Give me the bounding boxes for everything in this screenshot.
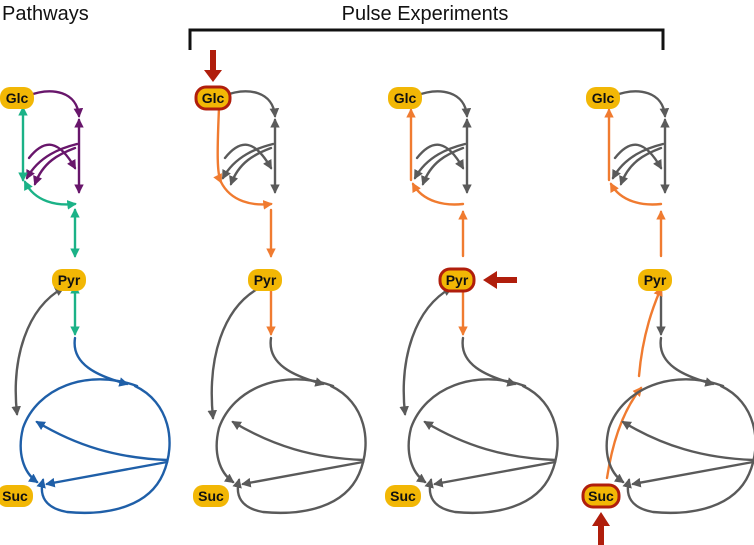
node-glc: Glc	[194, 85, 232, 111]
edge-1	[25, 90, 84, 118]
edge-15	[241, 460, 365, 488]
edge-13	[622, 384, 754, 514]
edge-10	[605, 386, 643, 480]
node-glc-box	[586, 87, 620, 109]
edge-3	[611, 142, 665, 180]
node-glc-label: Glc	[6, 90, 29, 106]
node-pyr-box	[248, 269, 282, 291]
node-glc-box	[0, 87, 34, 109]
edge-14	[35, 420, 169, 462]
node-suc: Suc	[581, 483, 621, 509]
edge-5	[421, 146, 465, 186]
node-pyr-box	[52, 269, 86, 291]
edge-13	[215, 378, 335, 484]
edge-11	[461, 336, 517, 387]
edge-7	[219, 180, 273, 210]
pulse-arrow-suc	[592, 512, 610, 545]
edge-10	[399, 286, 453, 416]
node-suc-box	[385, 485, 421, 507]
node-glc: Glc	[388, 87, 422, 109]
edge-13	[407, 378, 527, 484]
node-glc-label: Glc	[202, 90, 225, 106]
edge-4	[223, 143, 273, 170]
edge-1	[611, 90, 670, 118]
edge-15	[45, 460, 169, 488]
pulse-experiments-bracket	[188, 28, 665, 50]
edge-14	[423, 420, 557, 462]
pulse-experiments-title: Pulse Experiments	[342, 3, 509, 25]
edge-10	[207, 286, 261, 420]
node-pyr-box	[438, 267, 476, 293]
edge-16	[631, 460, 754, 488]
node-glc: Glc	[0, 87, 34, 109]
edge-13	[19, 378, 139, 484]
edge-7	[411, 182, 465, 206]
node-pyr: Pyr	[52, 269, 86, 291]
edge-12	[659, 336, 715, 387]
edge-4	[613, 143, 663, 170]
edge-10	[11, 286, 65, 416]
edge-11	[637, 286, 663, 378]
node-glc-label: Glc	[592, 90, 615, 106]
edge-4	[27, 143, 77, 170]
edge-12	[232, 384, 367, 514]
node-pyr-label: Pyr	[446, 272, 469, 288]
node-suc-label: Suc	[390, 488, 416, 504]
edge-15	[433, 460, 557, 488]
edge-14	[231, 420, 365, 462]
node-pyr: Pyr	[438, 267, 476, 293]
node-suc: Suc	[0, 485, 33, 507]
node-suc-label: Suc	[198, 488, 224, 504]
pathways-title: Pathways	[2, 3, 89, 25]
node-pyr-box	[638, 269, 672, 291]
edge-7	[23, 180, 77, 210]
node-suc-box	[193, 485, 229, 507]
node-suc-box	[581, 483, 621, 509]
edge-5	[33, 146, 77, 186]
edge-6	[213, 106, 223, 184]
edge-5	[619, 146, 663, 186]
edge-5	[229, 146, 273, 186]
edge-3	[413, 142, 467, 180]
node-pyr: Pyr	[638, 269, 672, 291]
edge-11	[269, 336, 325, 387]
edge-3	[221, 142, 275, 180]
edge-4	[415, 143, 465, 170]
edge-7	[609, 182, 663, 206]
node-pyr-label: Pyr	[644, 272, 667, 288]
edge-15	[621, 420, 754, 462]
edge-1	[413, 90, 472, 118]
pulse-arrow-pyr	[483, 271, 517, 289]
node-glc-box	[388, 87, 422, 109]
edge-14	[605, 378, 725, 484]
node-suc: Suc	[385, 485, 421, 507]
node-pyr-label: Pyr	[58, 272, 81, 288]
node-suc-label: Suc	[588, 488, 614, 504]
node-glc-box	[194, 85, 232, 111]
node-suc-box	[0, 485, 33, 507]
node-pyr-label: Pyr	[254, 272, 277, 288]
pulse-arrow-glc	[204, 50, 222, 82]
node-pyr: Pyr	[248, 269, 282, 291]
edge-12	[424, 384, 559, 514]
edge-11	[73, 336, 129, 387]
node-glc-label: Glc	[394, 90, 417, 106]
edge-12	[36, 384, 171, 514]
node-glc: Glc	[586, 87, 620, 109]
node-suc-label: Suc	[2, 488, 28, 504]
node-suc: Suc	[193, 485, 229, 507]
edge-3	[25, 142, 79, 180]
